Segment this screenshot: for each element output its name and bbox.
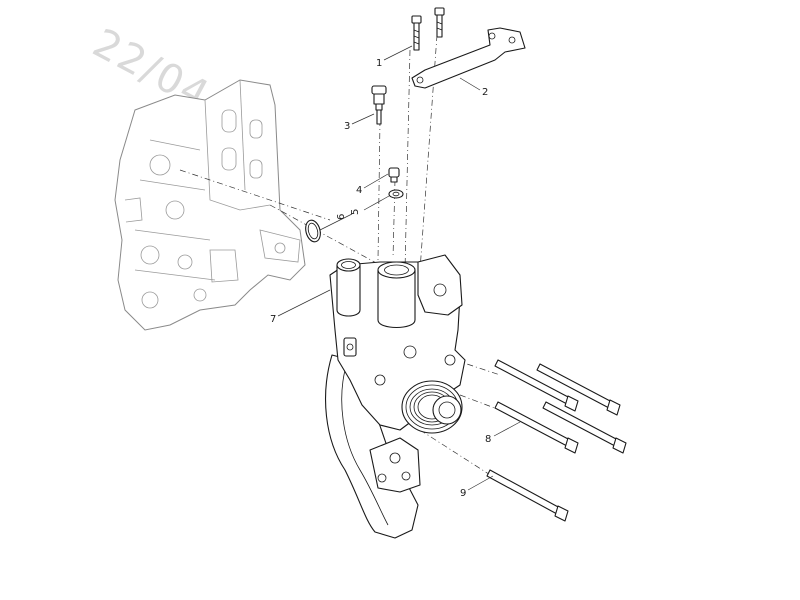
callout-leaders (277, 45, 521, 491)
part-7-pump-housing (325, 254, 466, 539)
part-8-bolts (494, 359, 627, 454)
callout-3: 3 (344, 121, 350, 132)
bolt-8c (494, 401, 579, 454)
bolt-8a (494, 359, 579, 412)
callout-6: 6 (336, 214, 347, 220)
engine-block (114, 79, 306, 331)
part-5-washer (388, 189, 404, 199)
bolt-8b (536, 363, 621, 416)
part-1-bolts (411, 7, 445, 51)
callout-labels: 1 2 3 4 5 6 7 8 9 (270, 58, 491, 499)
part-2-bracket (411, 27, 526, 89)
callout-2: 2 (482, 87, 488, 98)
callout-7: 7 (270, 314, 276, 325)
part-9-bolt (486, 469, 569, 522)
part-3-sensor (371, 85, 387, 125)
callout-1: 1 (376, 58, 382, 69)
callout-9: 9 (460, 488, 466, 499)
callout-5: 5 (350, 209, 361, 215)
callout-4: 4 (356, 185, 362, 196)
callout-8: 8 (485, 434, 491, 445)
part-6-o-ring (305, 219, 321, 243)
part-4-plug (388, 167, 400, 183)
bolt-8d (542, 401, 627, 454)
